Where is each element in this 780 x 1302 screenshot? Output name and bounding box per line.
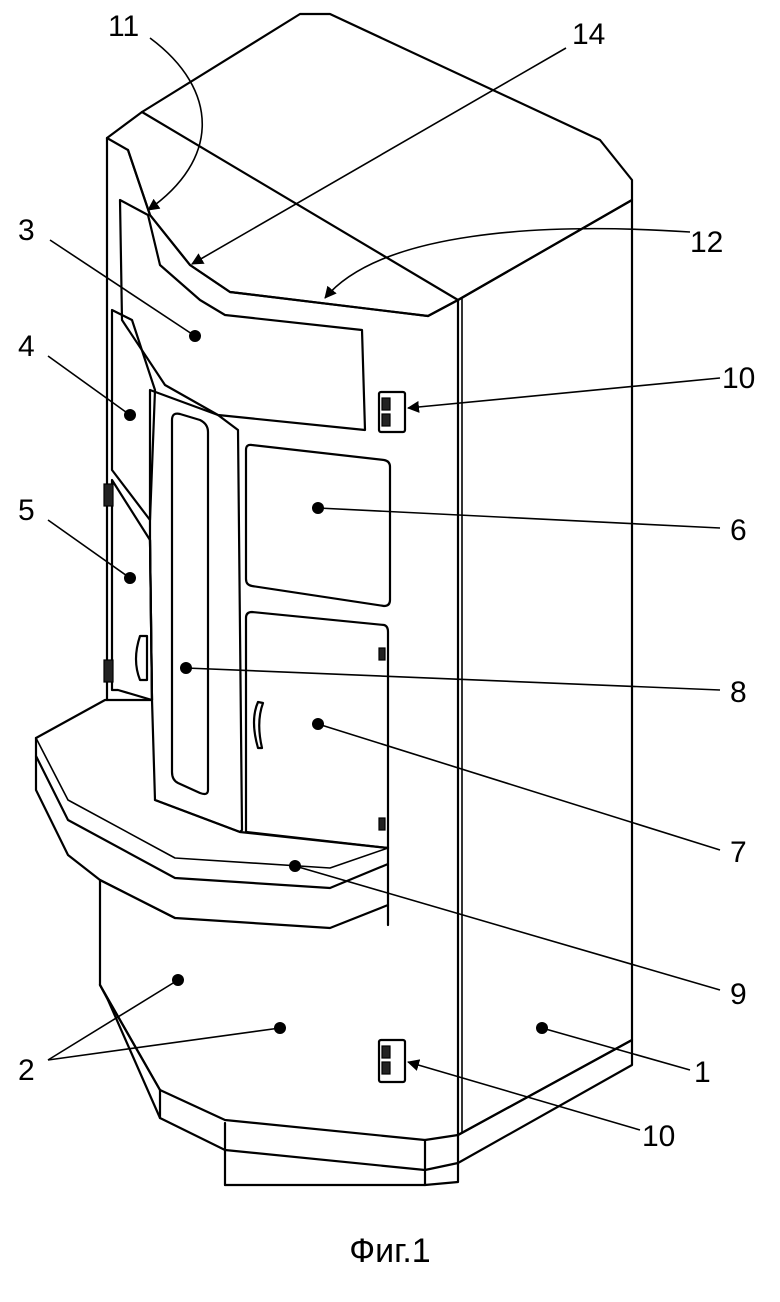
door-hinge-upper [379, 648, 385, 660]
label-5: 5 [18, 494, 35, 527]
right-side-panel [458, 200, 632, 1135]
label-9: 9 [730, 978, 747, 1011]
figure-caption: Фиг.1 [349, 1232, 430, 1270]
label-10-upper: 10 [722, 362, 755, 395]
label-2: 2 [18, 1054, 35, 1087]
label-11: 11 [108, 10, 139, 43]
top-lid [107, 14, 632, 316]
door-7-handle[interactable] [254, 702, 263, 748]
cabinet-body [107, 14, 632, 1135]
switch-lower[interactable] [379, 1040, 405, 1082]
label-14: 14 [572, 18, 605, 51]
panel-8 [172, 414, 208, 794]
roof-ridge [142, 112, 458, 300]
label-1: 1 [694, 1056, 711, 1089]
upper-bevel [128, 150, 458, 316]
panel-6 [246, 445, 390, 606]
hinge-lower [104, 660, 113, 682]
leader-lines [48, 38, 720, 1130]
label-8: 8 [730, 676, 747, 709]
label-3: 3 [18, 214, 35, 247]
label-12: 12 [690, 226, 723, 259]
label-10-lower: 10 [642, 1120, 675, 1153]
side-handle[interactable] [136, 636, 147, 680]
label-7: 7 [730, 836, 747, 869]
label-4: 4 [18, 330, 35, 363]
switch-upper[interactable] [379, 392, 405, 432]
hinge-upper [104, 484, 113, 506]
door-7[interactable] [246, 612, 388, 848]
door-hinge-lower [379, 818, 385, 830]
central-frame [150, 390, 242, 832]
label-6: 6 [730, 514, 747, 547]
